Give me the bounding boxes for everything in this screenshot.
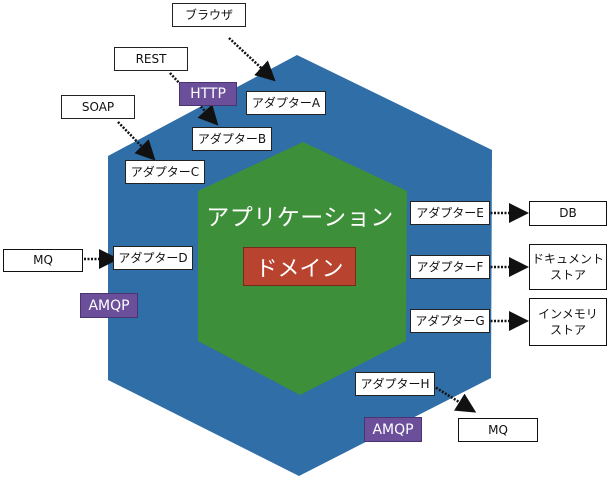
domain-box: ドメイン bbox=[243, 247, 356, 286]
client-soap[interactable]: SOAP bbox=[61, 95, 135, 119]
client-rest[interactable]: REST bbox=[114, 47, 188, 71]
client-mq[interactable]: MQ bbox=[3, 249, 83, 272]
document-store-line1: ドキュメント bbox=[531, 251, 604, 266]
adapter-e[interactable]: アダプターE bbox=[410, 201, 490, 225]
adapter-d[interactable]: アダプターD bbox=[113, 246, 193, 270]
resource-db[interactable]: DB bbox=[529, 201, 607, 226]
adapter-g[interactable]: アダプターG bbox=[410, 309, 490, 333]
protocol-tag-amqp-left: AMQP bbox=[80, 293, 138, 318]
adapter-f[interactable]: アダプターF bbox=[410, 255, 490, 279]
arrow-soap-to-adapter-c bbox=[117, 121, 156, 161]
protocol-tag-http: HTTP bbox=[179, 82, 237, 106]
adapter-h[interactable]: アダプターH bbox=[355, 372, 435, 396]
client-browser[interactable]: ブラウザ bbox=[172, 3, 246, 27]
document-store-line2: ストア bbox=[549, 268, 586, 282]
resource-document-store[interactable]: ドキュメント ストア bbox=[529, 244, 607, 290]
application-title: アプリケーション bbox=[206, 205, 394, 231]
inmemory-store-line2: ストア bbox=[549, 323, 586, 337]
arrow-adapter-h-to-mq bbox=[429, 382, 477, 413]
protocol-tag-amqp-bottom: AMQP bbox=[364, 417, 422, 442]
resource-inmemory-store[interactable]: インメモリ ストア bbox=[529, 298, 607, 346]
inmemory-store-line1: インメモリ bbox=[538, 306, 598, 321]
resource-mq[interactable]: MQ bbox=[458, 418, 538, 442]
adapter-b[interactable]: アダプターB bbox=[192, 127, 272, 151]
adapter-a[interactable]: アダプターA bbox=[246, 91, 326, 115]
adapter-c[interactable]: アダプターC bbox=[125, 160, 205, 184]
arrow-browser-to-adapter-a bbox=[228, 37, 276, 82]
